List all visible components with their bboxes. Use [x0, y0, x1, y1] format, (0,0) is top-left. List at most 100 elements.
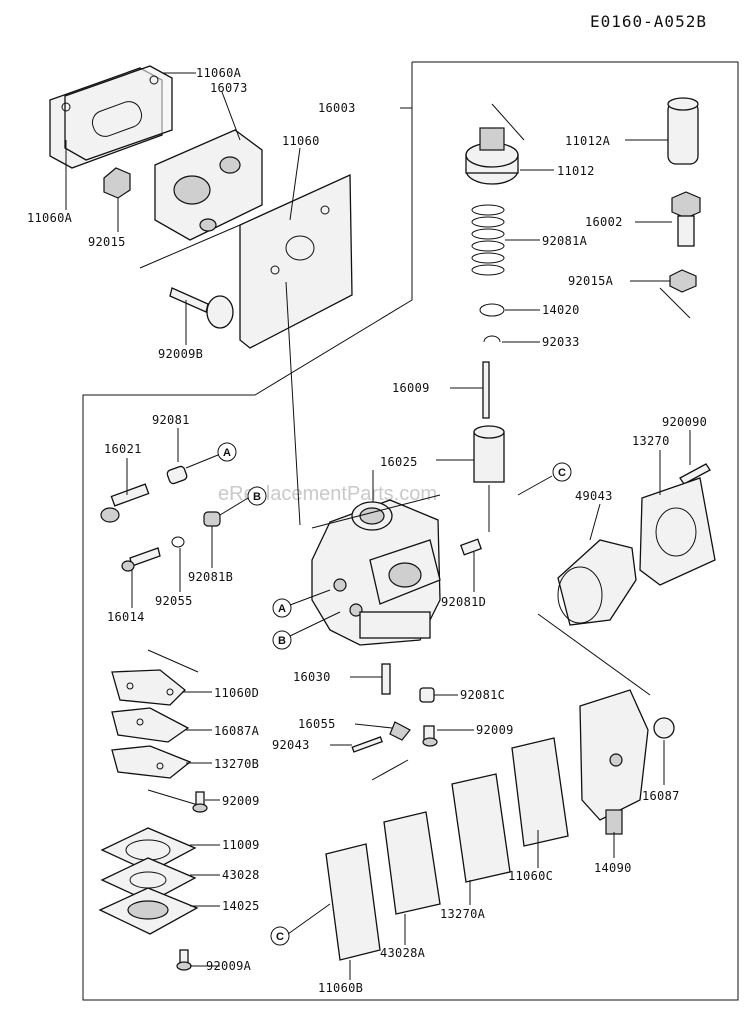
svg-text:A: A	[223, 447, 231, 459]
label-92009-low: 92009	[222, 794, 260, 808]
label-13270B: 13270B	[214, 757, 259, 771]
label-11060D: 11060D	[214, 686, 259, 700]
gasket-13270A	[451, 773, 511, 883]
piston-16025	[473, 425, 505, 483]
clip-92033	[483, 335, 501, 343]
label-92081: 92081	[152, 413, 190, 427]
callout-b-top: B	[247, 486, 267, 506]
dash-mid	[371, 759, 409, 781]
label-11012A: 11012A	[565, 134, 611, 148]
gasket-11060B	[325, 843, 381, 961]
label-92043: 92043	[272, 738, 310, 752]
callout-c-bottom: C	[270, 926, 290, 946]
callout-a-top: A	[217, 442, 237, 462]
spring-92081D	[459, 538, 483, 556]
label-920090: 920090	[662, 415, 707, 429]
plate-16087A	[111, 707, 190, 743]
dash-92015A	[659, 287, 691, 319]
dash-49043	[537, 613, 651, 696]
screw-920090	[679, 463, 711, 485]
label-16055: 16055	[298, 717, 336, 731]
plate-11060D	[111, 669, 186, 706]
label-14090: 14090	[594, 861, 632, 875]
svg-text:C: C	[558, 467, 566, 479]
dash-11060	[139, 224, 241, 269]
label-16087: 16087	[642, 789, 680, 803]
label-16021: 16021	[104, 442, 142, 456]
label-11012: 11012	[557, 164, 595, 178]
label-16073: 16073	[210, 81, 248, 95]
pin-92043	[351, 736, 383, 753]
spring-92081A	[471, 204, 505, 276]
leaders	[65, 72, 691, 980]
label-92081C: 92081C	[460, 688, 505, 702]
svg-text:C: C	[276, 931, 284, 943]
svg-text:A: A	[278, 603, 286, 615]
label-92081B: 92081B	[188, 570, 233, 584]
dash-body	[311, 494, 441, 529]
spring-92081	[166, 465, 188, 485]
label-49043: 49043	[575, 489, 613, 503]
cap-11012	[465, 127, 519, 185]
label-16003: 16003	[318, 101, 356, 115]
label-43028A: 43028A	[380, 946, 426, 960]
label-14025: 14025	[222, 899, 260, 913]
label-11009: 11009	[222, 838, 260, 852]
label-92081D: 92081D	[441, 595, 486, 609]
shaft-16030	[381, 663, 391, 695]
svg-text:B: B	[278, 635, 286, 647]
label-16030: 16030	[293, 670, 331, 684]
screw-16014	[121, 547, 161, 572]
watermark: eReplacementParts.com	[218, 483, 437, 505]
dash-11012	[491, 103, 525, 141]
label-16002: 16002	[585, 215, 623, 229]
leader-gasket-body	[285, 281, 301, 526]
label-11060A-left: 11060A	[27, 211, 73, 225]
pump-cover-14090	[579, 689, 649, 835]
label-16014: 16014	[107, 610, 145, 624]
diagram-code: E0160-A052B	[590, 12, 707, 31]
diaphragm-43028A	[383, 811, 441, 915]
label-92015A: 92015A	[568, 274, 614, 288]
label-16087A: 16087A	[214, 724, 260, 738]
gasket-11060C	[511, 737, 569, 847]
nut-92015	[103, 167, 131, 199]
assembly-frame	[82, 61, 739, 1001]
cover-14025	[98, 887, 199, 935]
screw-92009B	[169, 287, 234, 329]
cup-49043	[557, 539, 637, 626]
dash-11060D	[147, 649, 199, 673]
label-43028: 43028	[222, 868, 260, 882]
label-92081A: 92081A	[542, 234, 588, 248]
gasket-11060A	[49, 65, 173, 169]
label-11060C: 11060C	[508, 869, 553, 883]
needle-16009	[482, 361, 490, 419]
screw-16002	[671, 191, 701, 247]
screw-92009-mid	[422, 725, 438, 747]
callout-a-body: A	[272, 598, 292, 618]
screw-92009-low	[192, 791, 208, 813]
plug-16087	[653, 717, 675, 739]
screw-16021	[100, 483, 150, 523]
part-labels: 11060A 16073 16003 11060 11060A 92015 92…	[27, 66, 707, 995]
washer-92055	[171, 536, 185, 548]
label-16025: 16025	[380, 455, 418, 469]
gasket-11060	[239, 173, 353, 349]
label-92009B: 92009B	[158, 347, 203, 361]
carburetor-body	[311, 499, 441, 646]
callout-b-body: B	[272, 630, 292, 650]
label-11060: 11060	[282, 134, 320, 148]
spring-92081B	[203, 511, 221, 527]
cap-11012A	[667, 97, 699, 165]
label-92009A: 92009A	[206, 959, 252, 973]
washer-14020	[479, 303, 505, 317]
label-16009: 16009	[392, 381, 430, 395]
label-14020: 14020	[542, 303, 580, 317]
label-11060A-top: 11060A	[196, 66, 242, 80]
gasket-13270	[639, 477, 716, 586]
lever-16055	[389, 721, 411, 741]
label-92055: 92055	[155, 594, 193, 608]
insulator-16073	[154, 129, 263, 241]
label-92015: 92015	[88, 235, 126, 249]
